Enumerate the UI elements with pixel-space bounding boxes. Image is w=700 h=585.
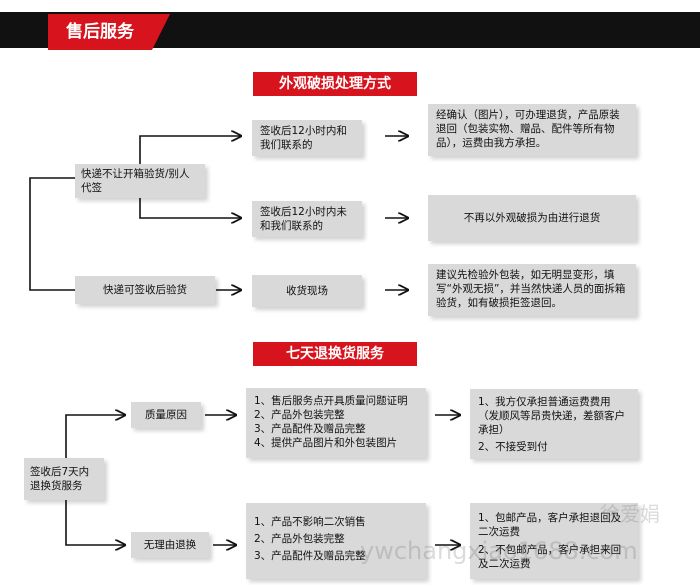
left-box-no-open: 快递不让开箱验货/别人代签: [75, 164, 205, 198]
bracket-line: [29, 177, 75, 291]
right-box-no-return: 不再以外观破损为由进行退货: [428, 195, 636, 241]
condition-item: 2、产品外包装完整: [254, 533, 345, 545]
mid-box-on-site: 收货现场: [252, 275, 362, 307]
right-box-return-accepted: 经确认（图片），可办理退货，产品原装退回（包装实物、赠品、配件等所有物品），运费…: [428, 104, 636, 156]
branch-box-quality: 质量原因: [131, 402, 201, 428]
header-title: 售后服务: [48, 14, 170, 50]
condition-item: 3、产品配件及赠品完整: [254, 550, 366, 562]
root-box-seven-day: 签收后7天内退换货服务: [24, 458, 104, 500]
result-box-no-reason: 1、包邮产品，客户承担退回及二次运费 2、不包邮产品，客户承担来回及二次运费: [470, 503, 638, 579]
conditions-box-quality: 1、售后服务点开具质量问题证明 2、产品外包装完整 3、产品配件及赠品完整 4、…: [246, 388, 426, 458]
result-box-quality: 1、我方仅承担普通运费费用（发顺风等昂贵快递，差额客户承担） 2、不接受到付: [470, 389, 638, 459]
right-box-inspect-advice: 建议先检验外包装，如无明显变形，填写“外观无损”，并当然快递人员的面拆箱验货，如…: [428, 264, 636, 316]
left-box-can-inspect: 快递可签收后验货: [75, 276, 215, 304]
branch-box-no-reason: 无理由退换: [131, 532, 209, 558]
mid-box-contact-within-12h: 签收后12小时内和我们联系的: [252, 120, 362, 156]
mid-box-no-contact-12h: 签收后12小时内未和我们联系的: [252, 201, 362, 237]
result-item: 2、不接受到付: [478, 441, 548, 453]
conditions-box-no-reason: 1、产品不影响二次销售 2、产品外包装完整 3、产品配件及赠品完整: [246, 503, 426, 579]
condition-item: 4、提供产品图片和外包装图片: [254, 437, 398, 449]
result-item: 2、不包邮产品，客户承担来回及二次运费: [478, 544, 622, 570]
condition-item: 2、产品外包装完整: [254, 409, 345, 421]
condition-item: 1、产品不影响二次销售: [254, 516, 366, 528]
header-bar: 售后服务: [0, 12, 700, 50]
section2-heading: 七天退换货服务: [253, 342, 417, 366]
result-item: 1、我方仅承担普通运费费用（发顺风等昂贵快递，差额客户承担）: [478, 396, 625, 436]
section1-heading: 外观破损处理方式: [253, 72, 417, 96]
condition-item: 3、产品配件及赠品完整: [254, 423, 366, 435]
result-item: 1、包邮产品，客户承担退回及二次运费: [478, 512, 622, 538]
condition-item: 1、售后服务点开具质量问题证明: [254, 395, 408, 407]
